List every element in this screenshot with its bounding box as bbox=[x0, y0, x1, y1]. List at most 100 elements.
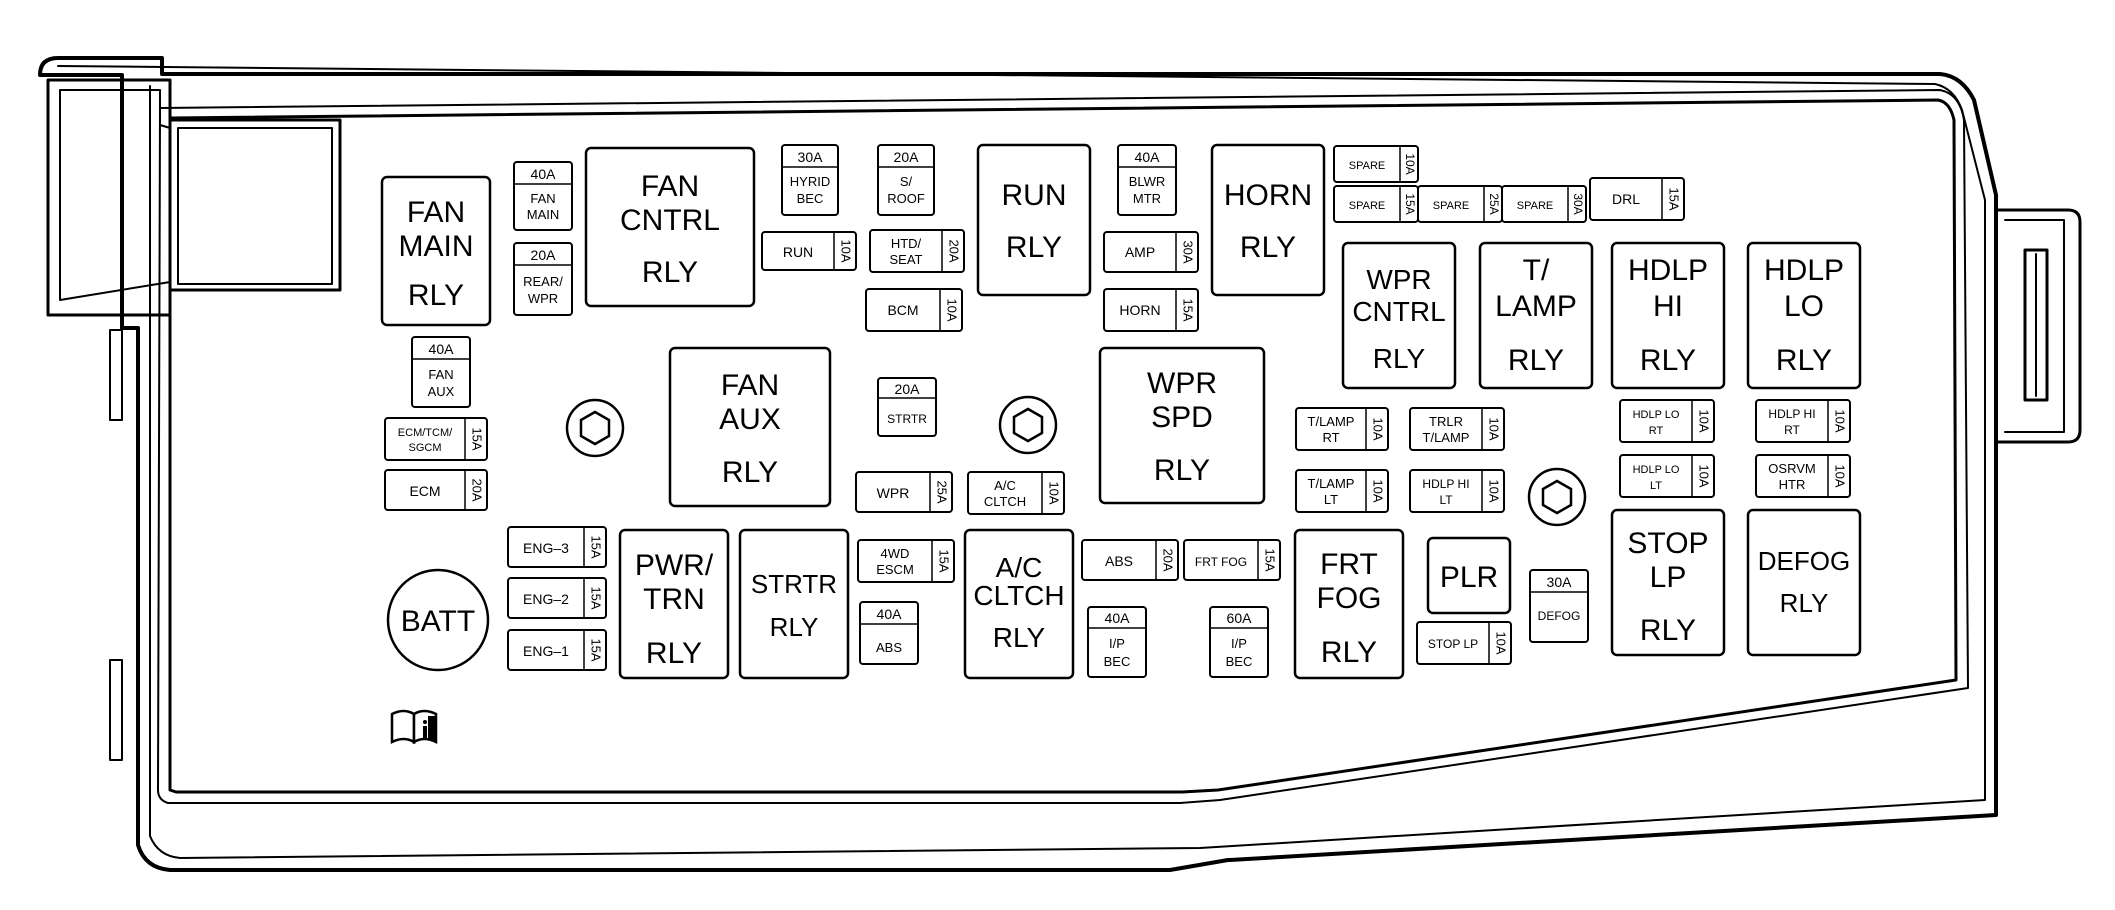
fuse-s-roof-20a-amp: 20A bbox=[894, 149, 920, 165]
fuse-fan-main-40a: 40A FAN MAIN bbox=[513, 161, 573, 231]
fuse-stop-lp: STOP LP 10A bbox=[1416, 621, 1512, 665]
relay-fan-aux-line1: FAN bbox=[721, 369, 779, 402]
relay-stop-lp-line1: STOP bbox=[1627, 527, 1708, 560]
fuse-fan-aux-40a-name1: FAN bbox=[428, 367, 453, 382]
relay-fan-cntrl-line3: RLY bbox=[642, 256, 698, 289]
fuse-htd-seat-name1: HTD/ bbox=[891, 236, 922, 251]
fuse-ac-cltch-name1: A/C bbox=[994, 478, 1016, 493]
fuse-horn-amp: 15A bbox=[1181, 298, 1196, 321]
relay-strtr-line2: RLY bbox=[770, 612, 819, 642]
fuse-rear-wpr-20a-amp: 20A bbox=[531, 247, 557, 263]
fuse-4wd-escm-name2: ESCM bbox=[876, 562, 914, 577]
fuse-eng-1-amp: 15A bbox=[589, 638, 604, 661]
fuse-strtr-20a-amp: 20A bbox=[895, 381, 921, 397]
relay-plr-line1: PLR bbox=[1440, 561, 1498, 594]
fuse-blwr-mtr-40a-name1: BLWR bbox=[1129, 174, 1166, 189]
fuse-drl-amp: 15A bbox=[1667, 187, 1682, 210]
fuse-bcm-amp: 10A bbox=[945, 298, 960, 321]
fuse-trlr-t-lamp-name2: T/LAMP bbox=[1423, 430, 1470, 445]
fuse-eng-2: ENG–2 15A bbox=[507, 577, 607, 619]
fuse-eng-1: ENG–1 15A bbox=[507, 629, 607, 671]
relay-hdlp-hi-line1: HDLP bbox=[1628, 254, 1708, 287]
fuse-trlr-t-lamp: TRLR T/LAMP 10A bbox=[1409, 407, 1505, 451]
fuse-wpr: WPR 25A bbox=[855, 471, 953, 513]
relay-pwr-trn-line1: PWR/ bbox=[635, 549, 714, 582]
fuse-spare-2-name1: SPARE bbox=[1433, 200, 1469, 212]
fuse-osrvm-htr-amp: 10A bbox=[1833, 464, 1848, 487]
relay-fan-main: FAN MAIN RLY bbox=[380, 175, 492, 327]
fuse-osrvm-htr: OSRVM HTR 10A bbox=[1755, 454, 1851, 498]
fuse-drl-name1: DRL bbox=[1612, 191, 1640, 207]
fuse-ip-bec-40a-name1: I/P bbox=[1109, 636, 1125, 651]
relay-hdlp-lo-line3: RLY bbox=[1776, 344, 1832, 377]
relay-frt-fog-line1: FRT bbox=[1320, 548, 1378, 581]
relay-run-line2: RLY bbox=[1006, 231, 1062, 264]
fuse-rear-wpr-20a-name2: WPR bbox=[528, 291, 558, 306]
fuse-run-amp: 10A bbox=[839, 239, 854, 262]
relay-hdlp-lo: HDLP LO RLY bbox=[1746, 241, 1862, 390]
relay-fan-cntrl-line2: CNTRL bbox=[620, 204, 720, 237]
fuse-frt-fog: FRT FOG 15A bbox=[1183, 539, 1281, 581]
relay-fan-cntrl-line1: FAN bbox=[641, 170, 699, 203]
relay-defog-line2: RLY bbox=[1780, 588, 1829, 618]
relay-fan-main-line2: MAIN bbox=[399, 230, 474, 263]
fuse-amp: AMP 30A bbox=[1103, 231, 1199, 273]
fuse-ecm-tcm-sgcm-name1: ECM/TCM/ bbox=[398, 427, 453, 439]
hex-bolt-icon bbox=[1527, 467, 1587, 527]
relay-defog: DEFOG RLY bbox=[1746, 508, 1862, 657]
fuse-hdlp-hi-rt-name2: RT bbox=[1784, 423, 1800, 437]
fuse-ac-cltch-amp: 10A bbox=[1047, 481, 1062, 504]
fuse-run-name1: RUN bbox=[783, 244, 813, 260]
fuse-blwr-mtr-40a-name2: MTR bbox=[1133, 191, 1161, 206]
relay-strtr: STRTR RLY bbox=[738, 528, 850, 680]
relay-wpr-spd-line2: SPD bbox=[1151, 401, 1213, 434]
fuse-eng-1-name1: ENG–1 bbox=[523, 643, 569, 659]
fuse-4wd-escm: 4WD ESCM 15A bbox=[857, 539, 955, 583]
relay-ac-cltch-line1: A/C bbox=[996, 552, 1043, 583]
fuse-hdlp-lo-lt-amp: 10A bbox=[1697, 464, 1712, 487]
fuse-spare-top: SPARE 10A bbox=[1333, 145, 1419, 183]
fuse-run: RUN 10A bbox=[761, 231, 857, 271]
relay-wpr-spd-line1: WPR bbox=[1147, 367, 1217, 400]
fuse-ecm: ECM 20A bbox=[384, 469, 488, 511]
fuse-osrvm-htr-name2: HTR bbox=[1779, 477, 1806, 492]
fuse-strtr-20a-name1: STRTR bbox=[887, 412, 927, 426]
fuse-eng-2-name1: ENG–2 bbox=[523, 591, 569, 607]
fuse-t-lamp-rt-amp: 10A bbox=[1371, 417, 1386, 440]
fuse-s-roof-20a-name2: ROOF bbox=[887, 191, 925, 206]
fuse-stop-lp-amp: 10A bbox=[1494, 631, 1509, 654]
fuse-abs-40a: 40A ABS bbox=[859, 601, 919, 665]
relay-run: RUN RLY bbox=[976, 143, 1092, 297]
fuse-ecm-amp: 20A bbox=[470, 478, 485, 501]
fuse-drl: DRL 15A bbox=[1589, 177, 1685, 221]
fuse-abs-40a-name1: ABS bbox=[876, 640, 902, 655]
fuse-horn: HORN 15A bbox=[1103, 288, 1199, 332]
fuse-rear-wpr-20a-name1: REAR/ bbox=[523, 274, 563, 289]
fuse-s-roof-20a: 20A S/ ROOF bbox=[877, 144, 935, 216]
fuse-t-lamp-rt-name2: RT bbox=[1322, 430, 1339, 445]
fuse-spare-1-amp: 15A bbox=[1403, 193, 1417, 214]
fuse-abs-amp: 20A bbox=[1161, 548, 1176, 571]
fuse-hdlp-lo-rt: HDLP LO RT 10A bbox=[1619, 399, 1715, 443]
fuse-htd-seat: HTD/ SEAT 20A bbox=[869, 229, 965, 273]
relay-plr: PLR bbox=[1426, 536, 1512, 615]
fuse-spare-2: SPARE 25A bbox=[1417, 185, 1503, 223]
fuse-s-roof-20a-name1: S/ bbox=[900, 174, 913, 189]
fuse-htd-seat-amp: 20A bbox=[947, 239, 962, 262]
fuse-ip-bec-40a-amp: 40A bbox=[1105, 610, 1131, 626]
relay-strtr-line1: STRTR bbox=[751, 569, 837, 599]
relay-ac-cltch: A/C CLTCH RLY bbox=[963, 528, 1075, 680]
fuse-amp-name1: AMP bbox=[1125, 244, 1155, 260]
fuse-hdlp-hi-rt-name1: HDLP HI bbox=[1768, 407, 1815, 421]
hex-bolt-icon bbox=[998, 395, 1058, 455]
relay-fan-aux: FAN AUX RLY bbox=[668, 346, 832, 508]
fuse-spare-3: SPARE 30A bbox=[1501, 185, 1587, 223]
fuse-hdlp-hi-lt-name1: HDLP HI bbox=[1422, 477, 1469, 491]
fuse-trlr-t-lamp-name1: TRLR bbox=[1429, 414, 1463, 429]
relay-hdlp-hi-line3: RLY bbox=[1640, 344, 1696, 377]
relay-run-line1: RUN bbox=[1002, 179, 1067, 212]
fuse-ecm-tcm-sgcm-amp: 15A bbox=[470, 427, 485, 450]
fuse-spare-3-name1: SPARE bbox=[1517, 200, 1553, 212]
fuse-hdlp-lo-lt-name1: HDLP LO bbox=[1633, 464, 1680, 476]
relay-stop-lp: STOP LP RLY bbox=[1610, 508, 1726, 657]
